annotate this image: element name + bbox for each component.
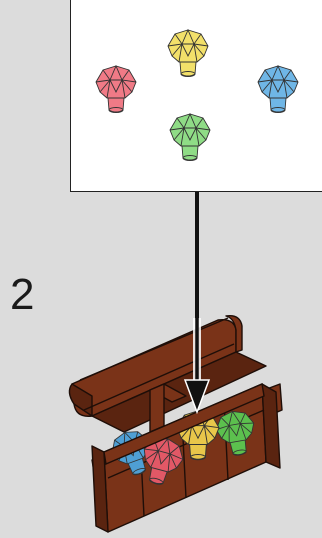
callout-gems (96, 30, 298, 161)
yellow-gem-icon (168, 30, 208, 77)
blue-gem-icon (258, 66, 298, 113)
green-gem-icon (170, 114, 210, 161)
red-gem-icon (96, 66, 136, 113)
